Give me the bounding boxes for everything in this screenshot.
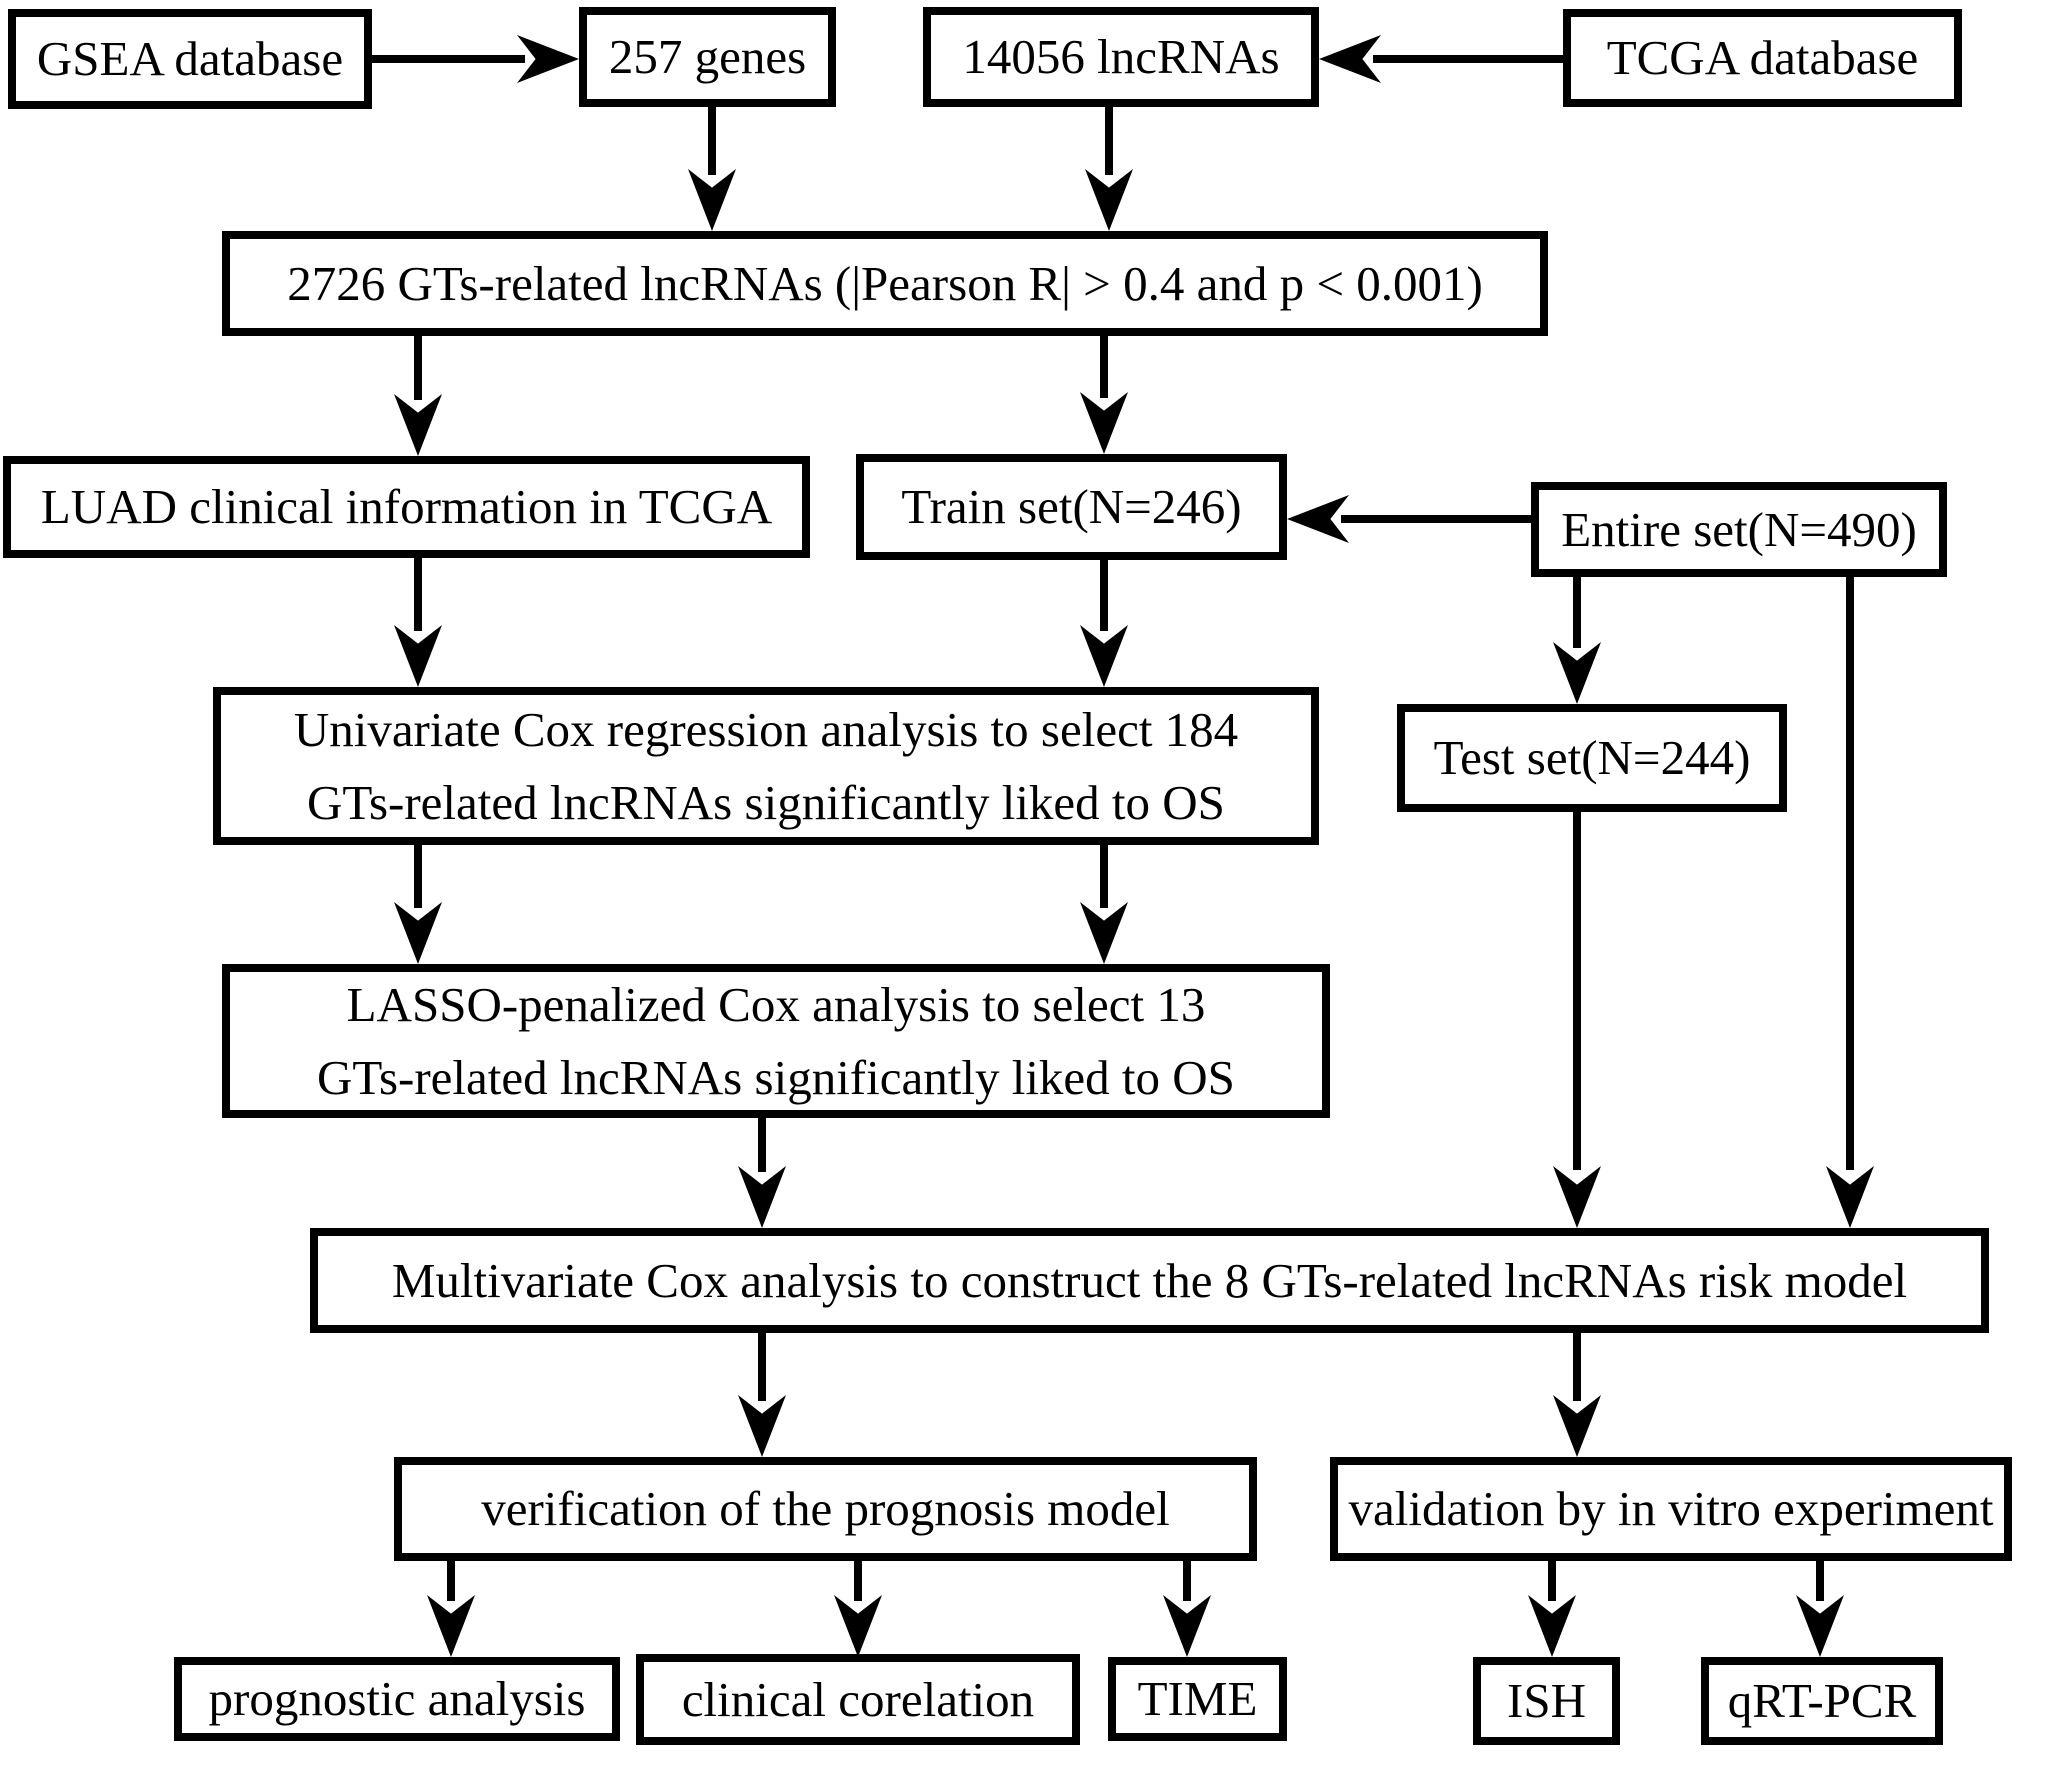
arrow-line-entire-to-test: [1573, 577, 1581, 648]
arrowhead-entire-to-multivariate: [1826, 1166, 1874, 1228]
arrowhead-univariate-to-lasso-left: [394, 902, 442, 964]
arrow-line-test-to-multivariate: [1573, 812, 1581, 1170]
arrow-line-gts-to-train: [1100, 336, 1108, 398]
test-set-label: Test set(N=244): [1433, 730, 1751, 786]
box-gts-related-lncrnas: 2726 GTs-related lncRNAs (|Pearson R| > …: [222, 231, 1548, 336]
box-prognostic-analysis: prognostic analysis: [174, 1657, 620, 1741]
arrowhead-multivariate-to-validation: [1553, 1395, 1601, 1457]
arrow-line-lncrnas-to-gts: [1105, 107, 1113, 175]
arrow-line-validation-to-ish: [1548, 1561, 1556, 1601]
validation-label: validation by in vitro experiment: [1348, 1481, 1994, 1537]
box-test-set: Test set(N=244): [1397, 704, 1787, 812]
arrow-line-univariate-to-lasso-left: [414, 845, 422, 908]
arrowhead-genes-to-gts: [688, 169, 736, 231]
train-set-label: Train set(N=246): [901, 479, 1242, 535]
arrowhead-validation-to-ish: [1528, 1595, 1576, 1657]
arrow-line-verification-to-prognostic: [447, 1561, 455, 1601]
box-entire-set: Entire set(N=490): [1531, 482, 1947, 577]
univariate-cox-line2: GTs-related lncRNAs significantly liked …: [307, 775, 1225, 830]
arrow-line-verification-to-time: [1183, 1561, 1191, 1601]
box-clinical-corelation: clinical corelation: [636, 1654, 1080, 1745]
arrow-line-tcga-to-lncrnas: [1373, 55, 1563, 63]
box-257-genes: 257 genes: [579, 7, 836, 107]
arrow-line-train-to-univariate: [1100, 560, 1108, 631]
arrowhead-gsea-to-genes: [517, 35, 579, 83]
arrowhead-validation-to-qrtpcr: [1796, 1595, 1844, 1657]
arrowhead-entire-to-train: [1287, 495, 1349, 543]
arrowhead-verification-to-clinical: [834, 1595, 882, 1657]
arrowhead-lncrnas-to-gts: [1085, 169, 1133, 231]
arrowhead-univariate-to-lasso-right: [1080, 902, 1128, 964]
14056-lncrnas-label: 14056 lncRNAs: [962, 29, 1280, 85]
gts-related-lncrnas-label: 2726 GTs-related lncRNAs (|Pearson R| > …: [287, 255, 1483, 311]
arrow-line-multivariate-to-validation: [1573, 1333, 1581, 1401]
arrow-line-entire-to-train: [1341, 515, 1531, 523]
box-qrtpcr: qRT-PCR: [1701, 1657, 1943, 1745]
arrowhead-test-to-multivariate: [1553, 1166, 1601, 1228]
arrow-line-univariate-to-lasso-right: [1100, 845, 1108, 908]
multivariate-cox-label: Multivariate Cox analysis to construct t…: [391, 1252, 1908, 1308]
arrowhead-verification-to-time: [1163, 1595, 1211, 1657]
arrowhead-gts-to-luad: [394, 394, 442, 456]
arrow-line-entire-to-multivariate: [1846, 577, 1854, 1170]
entire-set-label: Entire set(N=490): [1561, 501, 1917, 557]
tcga-database-label: TCGA database: [1606, 30, 1919, 86]
box-time: TIME: [1108, 1657, 1287, 1741]
clinical-corelation-label: clinical corelation: [681, 1671, 1035, 1727]
box-ish: ISH: [1473, 1657, 1620, 1745]
qrtpcr-label: qRT-PCR: [1727, 1673, 1917, 1729]
arrow-line-gsea-to-genes: [372, 55, 525, 63]
luad-clinical-label: LUAD clinical information in TCGA: [40, 479, 773, 535]
box-univariate-cox: Univariate Cox regression analysis to se…: [213, 687, 1319, 845]
arrow-line-genes-to-gts: [708, 107, 716, 175]
arrow-line-gts-to-luad: [414, 336, 422, 400]
arrow-line-luad-to-univariate: [414, 558, 422, 631]
arrowhead-gts-to-train: [1080, 392, 1128, 454]
arrowhead-entire-to-test: [1553, 642, 1601, 704]
time-label: TIME: [1137, 1671, 1258, 1727]
arrow-line-verification-to-clinical: [854, 1561, 862, 1601]
gsea-database-label: GSEA database: [36, 31, 344, 87]
ish-label: ISH: [1507, 1673, 1586, 1729]
arrowhead-lasso-to-multivariate: [738, 1166, 786, 1228]
verification-label: verification of the prognosis model: [481, 1481, 1170, 1537]
arrow-line-validation-to-qrtpcr: [1816, 1561, 1824, 1601]
arrowhead-train-to-univariate: [1080, 625, 1128, 687]
arrow-line-lasso-to-multivariate: [758, 1118, 766, 1172]
box-luad-clinical: LUAD clinical information in TCGA: [3, 456, 810, 558]
box-14056-lncrnas: 14056 lncRNAs: [923, 7, 1319, 107]
arrow-line-multivariate-to-verification: [758, 1333, 766, 1401]
arrowhead-multivariate-to-verification: [738, 1395, 786, 1457]
lasso-cox-line2: GTs-related lncRNAs significantly liked …: [317, 1050, 1235, 1105]
box-gsea-database: GSEA database: [8, 9, 372, 109]
box-validation: validation by in vitro experiment: [1330, 1457, 2012, 1561]
univariate-cox-line1: Univariate Cox regression analysis to se…: [293, 701, 1239, 757]
arrowhead-verification-to-prognostic: [427, 1595, 475, 1657]
lasso-cox-line1: LASSO-penalized Cox analysis to select 1…: [346, 976, 1206, 1032]
arrowhead-tcga-to-lncrnas: [1319, 35, 1381, 83]
box-lasso-cox: LASSO-penalized Cox analysis to select 1…: [222, 964, 1330, 1118]
box-multivariate-cox: Multivariate Cox analysis to construct t…: [310, 1228, 1989, 1333]
arrowhead-luad-to-univariate: [394, 625, 442, 687]
257-genes-label: 257 genes: [608, 29, 807, 85]
box-train-set: Train set(N=246): [856, 454, 1287, 560]
box-verification: verification of the prognosis model: [394, 1457, 1257, 1561]
prognostic-analysis-label: prognostic analysis: [208, 1671, 586, 1727]
box-tcga-database: TCGA database: [1563, 9, 1962, 107]
